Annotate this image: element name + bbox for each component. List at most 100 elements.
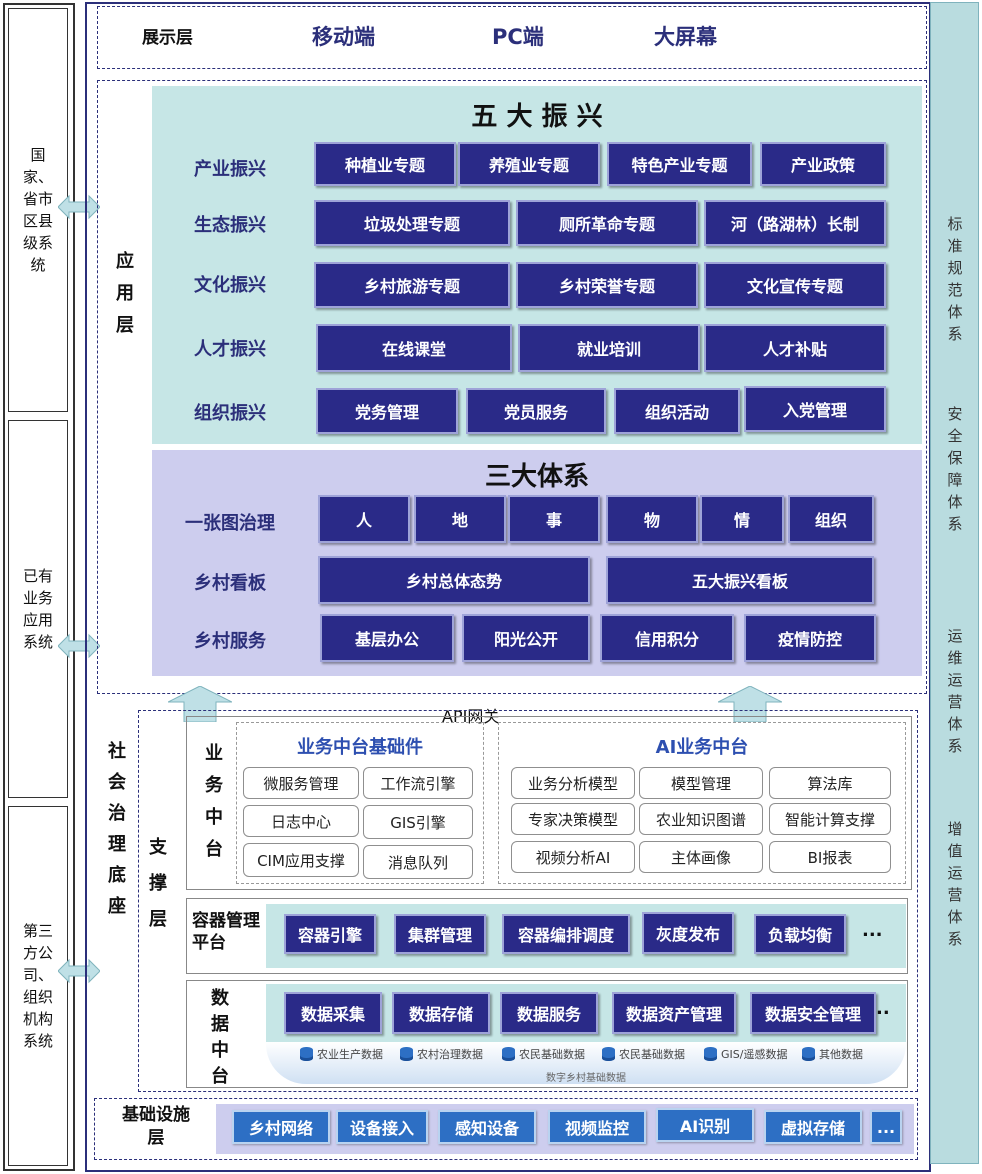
item-land[interactable]: 地	[414, 495, 506, 543]
item-cim[interactable]: CIM应用支撑	[243, 843, 359, 877]
database-icon	[300, 1047, 313, 1061]
item-analysis-model[interactable]: 业务分析模型	[511, 767, 635, 799]
row-label-organization: 组织振兴	[194, 403, 266, 424]
item-industry-policy[interactable]: 产业政策	[760, 142, 886, 186]
item-virtual-storage[interactable]: 虚拟存储	[764, 1110, 862, 1144]
double-arrow-icon	[58, 194, 100, 220]
item-organization[interactable]: 组织	[788, 495, 874, 543]
item-overall-situation[interactable]: 乡村总体态势	[318, 556, 590, 604]
item-algorithm-lib[interactable]: 算法库	[769, 767, 891, 799]
item-gis-engine[interactable]: GIS引擎	[363, 805, 473, 839]
item-toilet[interactable]: 厕所革命专题	[516, 200, 698, 246]
db-gis: GIS/遥感数据	[704, 1046, 787, 1062]
database-icon	[502, 1047, 515, 1061]
five-revitalization-panel: 五 大 振 兴 产业振兴 种植业专题 养殖业专题 特色产业专题 产业政策 生态振…	[152, 86, 922, 444]
item-special-industry[interactable]: 特色产业专题	[607, 142, 752, 186]
display-mobile: 移动端	[312, 25, 375, 49]
up-arrow-icon	[168, 686, 232, 722]
item-message-queue[interactable]: 消息队列	[363, 845, 473, 879]
item-epidemic[interactable]: 疫情防控	[744, 614, 876, 662]
item-cluster-mgmt[interactable]: 集群管理	[394, 914, 486, 954]
db-farmer-basic-2: 农民基础数据	[602, 1046, 685, 1062]
external-systems-column	[3, 3, 75, 1171]
support-layer	[138, 710, 918, 1092]
external-label-thirdparty: 第三方公司、组织机构系统	[22, 922, 53, 1050]
item-people[interactable]: 人	[318, 495, 410, 543]
item-five-board[interactable]: 五大振兴看板	[606, 556, 874, 604]
item-microservice[interactable]: 微服务管理	[243, 767, 359, 799]
item-workflow[interactable]: 工作流引擎	[363, 767, 473, 799]
right-label-value: 增值运营体系	[947, 820, 963, 948]
display-bigscreen: 大屏幕	[654, 25, 717, 49]
foundation-label: 社会治理底座	[108, 741, 126, 917]
item-ai-recognition[interactable]: AI识别	[656, 1108, 754, 1142]
row-label-industry: 产业振兴	[194, 159, 266, 180]
item-video-ai[interactable]: 视频分析AI	[511, 841, 635, 873]
data-more: ..	[876, 998, 890, 1019]
ai-business-title: AI业务中台	[655, 737, 749, 758]
db-label: 农民基础数据	[519, 1048, 585, 1061]
item-data-asset[interactable]: 数据资产管理	[612, 992, 736, 1034]
database-band: 农业生产数据 农村治理数据 农民基础数据 农民基础数据 GIS/遥感数据 其他数…	[266, 1042, 906, 1084]
item-log-center[interactable]: 日志中心	[243, 805, 359, 837]
data-middle	[186, 980, 908, 1088]
database-caption: 数字乡村基础数据	[546, 1073, 626, 1084]
item-honor[interactable]: 乡村荣誉专题	[516, 262, 698, 308]
business-base-box: 业务中台基础件 微服务管理 工作流引擎 日志中心 GIS引擎 CIM应用支撑 消…	[236, 722, 484, 884]
double-arrow-icon	[58, 633, 100, 659]
item-talent-subsidy[interactable]: 人才补贴	[704, 324, 886, 372]
item-gray-release[interactable]: 灰度发布	[642, 912, 734, 954]
item-online-class[interactable]: 在线课堂	[316, 324, 512, 372]
item-sensing[interactable]: 感知设备	[438, 1110, 536, 1144]
row-label-talent: 人才振兴	[194, 339, 266, 360]
data-panel: 数据采集 数据存储 数据服务 数据资产管理 数据安全管理 ..	[266, 984, 906, 1042]
item-situation[interactable]: 情	[700, 495, 784, 543]
item-member-service[interactable]: 党员服务	[466, 388, 606, 434]
item-river-chief[interactable]: 河（路湖林）长制	[704, 200, 886, 246]
row-label-culture: 文化振兴	[194, 275, 266, 296]
item-object[interactable]: 物	[606, 495, 698, 543]
double-arrow-icon	[58, 958, 100, 984]
item-data-security[interactable]: 数据安全管理	[750, 992, 876, 1034]
item-expert-model[interactable]: 专家决策模型	[511, 803, 635, 835]
item-planting[interactable]: 种植业专题	[314, 142, 456, 186]
item-party-affairs[interactable]: 党务管理	[316, 388, 458, 434]
item-org-activity[interactable]: 组织活动	[614, 388, 740, 434]
display-layer-label: 展示层	[142, 28, 193, 48]
item-video-monitor[interactable]: 视频监控	[548, 1110, 646, 1144]
item-culture-promo[interactable]: 文化宣传专题	[704, 262, 886, 308]
item-data-collect[interactable]: 数据采集	[284, 992, 382, 1034]
business-middle-label: 业务中台	[205, 743, 223, 860]
external-box-national: 国家、省市区县级系统	[8, 8, 68, 412]
item-credit-points[interactable]: 信用积分	[600, 614, 734, 662]
item-event[interactable]: 事	[508, 495, 600, 543]
app-layer-label: 应用层	[116, 251, 134, 336]
container-more: ...	[862, 920, 883, 941]
item-data-service[interactable]: 数据服务	[500, 992, 598, 1034]
item-knowledge-graph[interactable]: 农业知识图谱	[639, 803, 763, 835]
database-icon	[400, 1047, 413, 1061]
item-tourism[interactable]: 乡村旅游专题	[314, 262, 510, 308]
item-breeding[interactable]: 养殖业专题	[458, 142, 600, 186]
container-panel: 容器引擎 集群管理 容器编排调度 灰度发布 负载均衡 ...	[266, 904, 906, 968]
item-container-engine[interactable]: 容器引擎	[284, 914, 376, 954]
item-data-storage[interactable]: 数据存储	[392, 992, 490, 1034]
row-label-one-map: 一张图治理	[185, 513, 275, 534]
item-job-training[interactable]: 就业培训	[518, 324, 700, 372]
container-label: 容器管理平台	[192, 911, 260, 953]
external-box-thirdparty: 第三方公司、组织机构系统	[8, 806, 68, 1166]
item-load-balance[interactable]: 负载均衡	[754, 914, 846, 954]
item-party-join[interactable]: 入党管理	[744, 386, 886, 432]
item-model-mgmt[interactable]: 模型管理	[639, 767, 763, 799]
item-profile[interactable]: 主体画像	[639, 841, 763, 873]
item-orchestration[interactable]: 容器编排调度	[502, 914, 630, 954]
item-bi-report[interactable]: BI报表	[769, 841, 891, 873]
item-infra-more[interactable]: ...	[870, 1110, 902, 1144]
item-sunshine[interactable]: 阳光公开	[462, 614, 590, 662]
item-computing[interactable]: 智能计算支撑	[769, 803, 891, 835]
item-grassroots-office[interactable]: 基层办公	[320, 614, 454, 662]
item-village-network[interactable]: 乡村网络	[232, 1110, 330, 1144]
item-garbage[interactable]: 垃圾处理专题	[314, 200, 510, 246]
ai-business-box: AI业务中台 业务分析模型 模型管理 算法库 专家决策模型 农业知识图谱 智能计…	[498, 722, 906, 884]
item-device-access[interactable]: 设备接入	[336, 1110, 428, 1144]
